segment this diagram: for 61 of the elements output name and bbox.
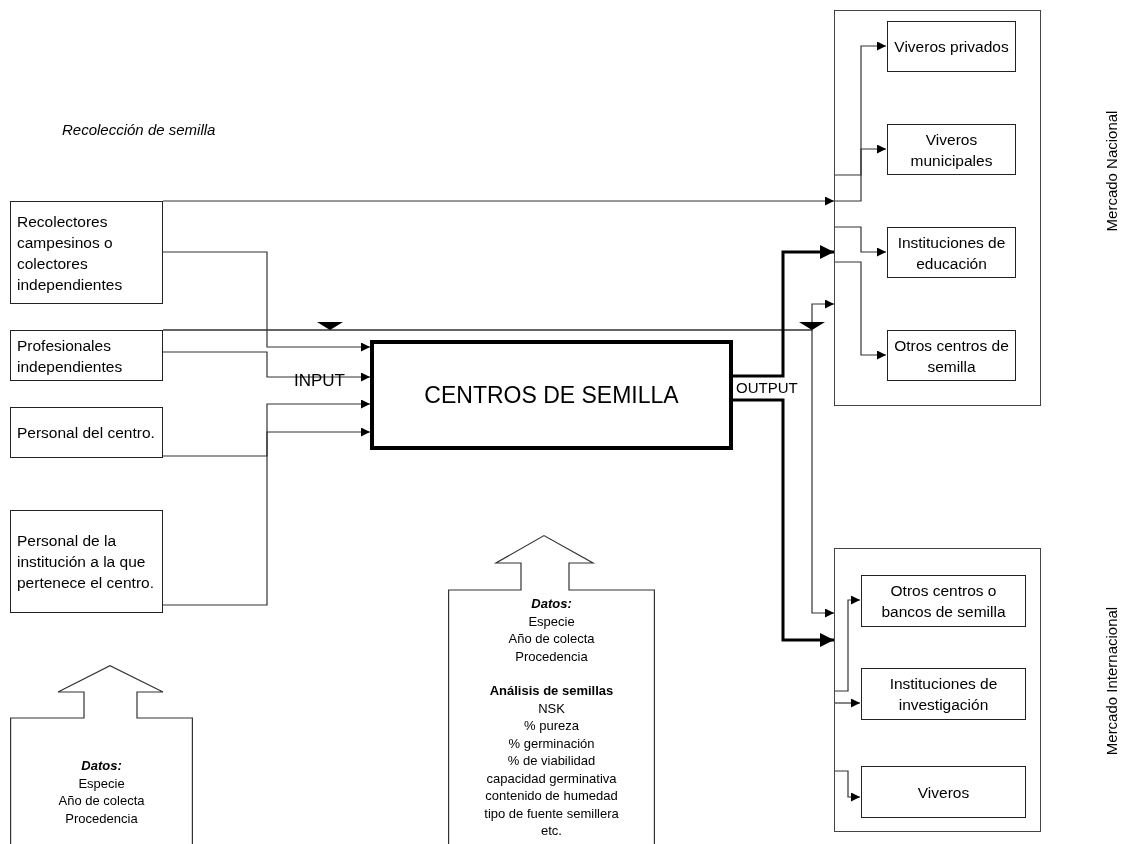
- entity-box: [887, 330, 1016, 381]
- data-text: Datos:: [530, 595, 573, 613]
- arrow: [833, 144, 887, 176]
- data-text: % pureza: [523, 717, 580, 735]
- entity-box: [861, 668, 1026, 720]
- arrow: [162, 351, 371, 382]
- box-label: Personal del centro.: [17, 423, 156, 443]
- group-label: Mercado Internacional: [1102, 606, 1120, 756]
- data-text: contenido de humedad: [484, 787, 619, 805]
- box-label: Instituciones de investigación: [888, 674, 999, 715]
- data-text: % de viabilidad: [506, 752, 597, 770]
- process-box: [370, 340, 733, 450]
- arrow: [833, 595, 861, 692]
- data-text: Año de colecta: [57, 792, 146, 810]
- box-label: Instituciones de educación: [896, 232, 1007, 274]
- box-label: Viveros municipales: [909, 129, 994, 171]
- data-text: capacidad germinativa: [485, 769, 618, 787]
- entity-box: [10, 330, 163, 381]
- arrow: [162, 427, 371, 606]
- arrow: [833, 226, 887, 257]
- entity-box: [10, 510, 163, 613]
- box-label: Otros centros de semilla: [894, 335, 1009, 377]
- data-text: NSK: [537, 699, 566, 717]
- box-label: Recolectores campesinos o colectores independientes: [17, 211, 124, 295]
- entity-box: [10, 201, 163, 304]
- group-label: Mercado Nacional: [1102, 110, 1120, 232]
- flow-label: OUTPUT: [736, 380, 798, 397]
- arrow: [733, 398, 834, 647]
- data-text: Especie: [527, 612, 576, 630]
- entity-box: [887, 227, 1016, 278]
- entity-box: [861, 766, 1026, 818]
- arrow: [162, 399, 371, 457]
- box-label: CENTROS DE SEMILLA: [424, 381, 679, 409]
- entity-box: [10, 407, 163, 458]
- data-text: Especie: [77, 774, 126, 792]
- box-label: Otros centros o bancos de semilla: [880, 581, 1007, 622]
- flow-label: INPUT: [294, 372, 345, 391]
- data-text: etc.: [540, 822, 563, 840]
- arrow: [833, 41, 887, 202]
- data-text: Análisis de semillas: [488, 682, 615, 700]
- section-title: Recolección de semilla: [62, 122, 216, 139]
- data-text: tipo de fuente semillera: [483, 804, 620, 822]
- data-text: Datos:: [80, 757, 123, 775]
- box-label: Viveros: [916, 782, 971, 803]
- data-text: Procedencia: [514, 647, 589, 665]
- entity-box: [887, 124, 1016, 175]
- arrow: [833, 770, 861, 802]
- arrow: [162, 196, 835, 206]
- arrow: [833, 698, 861, 708]
- data-text: Año de colecta: [507, 630, 596, 648]
- arrow: [162, 251, 371, 352]
- data-text: % germinación: [507, 734, 596, 752]
- arrow: [733, 245, 834, 378]
- box-label: Personal de la institución a la que pertenece el centro.: [17, 531, 155, 593]
- box-label: Viveros privados: [894, 37, 1009, 57]
- entity-box: [861, 575, 1026, 627]
- box-label: Profesionales independientes: [17, 335, 124, 377]
- arrow: [833, 261, 887, 360]
- entity-box: [887, 21, 1016, 72]
- arrow: [162, 329, 835, 618]
- data-text: Procedencia: [64, 809, 139, 827]
